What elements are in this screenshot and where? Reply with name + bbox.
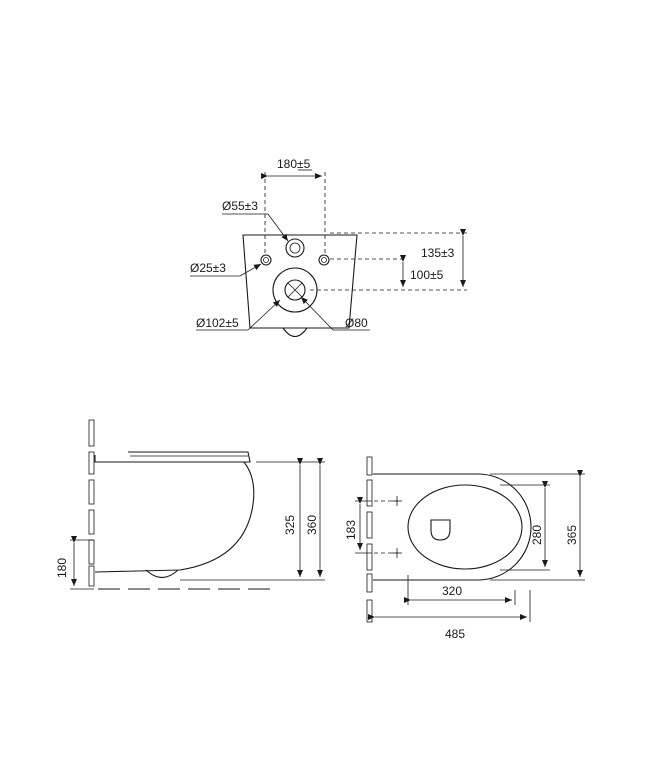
- bolt-marker-bottom: [392, 548, 402, 558]
- label-flush-55: Ø55±3: [222, 199, 258, 213]
- bolt-hole-left-inner: [263, 257, 269, 263]
- seat-lid: [94, 451, 251, 463]
- bolt-hole-right: [318, 254, 330, 266]
- bolt-marker-top: [392, 496, 402, 506]
- outlet-nub: [145, 569, 179, 579]
- label-side-360: 360: [305, 515, 319, 535]
- label-bolt-25: Ø25±3: [190, 261, 226, 275]
- bolt-hole-left: [260, 254, 272, 266]
- label-drain-80: Ø80: [345, 316, 368, 330]
- flush-inlet-circle: [285, 238, 305, 258]
- label-height-100: 100±5: [410, 268, 444, 282]
- label-plan-485: 485: [445, 627, 465, 641]
- bowl-profile: [94, 461, 255, 573]
- plan-inner-bowl: [407, 484, 523, 570]
- label-height-135: 135±3: [421, 246, 455, 260]
- label-plan-320: 320: [442, 584, 462, 598]
- bolt-hole-right-inner: [321, 257, 327, 263]
- label-outlet-102: Ø102±5: [196, 316, 239, 330]
- flush-inlet-inner: [289, 242, 301, 254]
- plan-view: 183 320 485 280 365: [344, 456, 585, 641]
- label-side-180: 180: [55, 558, 69, 578]
- label-plan-365: 365: [565, 525, 579, 545]
- rear-bottom-bump: [282, 327, 308, 338]
- label-plan-280: 280: [530, 525, 544, 545]
- side-view: 180 325 360: [55, 419, 325, 590]
- label-plan-183: 183: [344, 520, 358, 540]
- plan-drain: [430, 519, 451, 541]
- rear-view: 180±5 Ø55±3 Ø25±3 135±3 100±5 Ø102±5 Ø80: [190, 157, 467, 338]
- outlet-inner-circle: [284, 279, 306, 301]
- label-side-325: 325: [283, 515, 297, 535]
- rear-body-outline: [242, 234, 358, 329]
- plan-wall-segments: [366, 456, 373, 623]
- plan-outer-bowl: [373, 473, 532, 581]
- label-width-180: 180±5: [277, 157, 311, 171]
- wall-segments: [88, 419, 95, 587]
